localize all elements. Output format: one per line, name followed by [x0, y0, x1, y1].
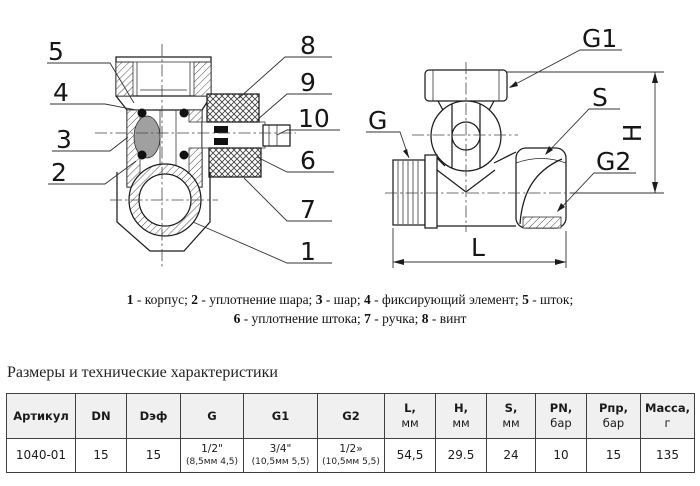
callout-10-label: 10 [298, 104, 330, 133]
col-header-g: G [180, 393, 244, 439]
legend-line-1: 1 - корпус; 2 - уплотнение шара; 3 - шар… [0, 290, 700, 309]
cell-artikul: 1040-01 [6, 438, 76, 473]
header-row: Артикул DN Dэф G G1 G2 L,мм H,мм S,мм PN… [6, 393, 695, 439]
legend-item: 3 - шар; [315, 292, 364, 307]
legend-item: 8 - винт [421, 311, 467, 326]
legend-item: 5 - шток; [522, 292, 574, 307]
col-header-l: L,мм [384, 393, 436, 439]
legend-line-2: 6 - уплотнение штока; 7 - ручка; 8 - вин… [0, 309, 700, 328]
cell-l: 54,5 [384, 438, 436, 473]
parts-legend: 1 - корпус; 2 - уплотнение шара; 3 - шар… [0, 290, 700, 328]
callout-5-label: 5 [48, 37, 64, 66]
col-header-g1: G1 [243, 393, 318, 439]
callout-8-label: 8 [300, 31, 316, 60]
dim-g-label: G [368, 106, 387, 135]
col-header-pn: PN,бар [535, 393, 587, 439]
table-row: 1040-01 15 15 1/2"(8,5мм 4,5) 3/4"(10,5м… [6, 438, 695, 473]
callout-7-label: 7 [300, 195, 316, 224]
callout-9-label: 9 [300, 68, 316, 97]
cell-g1: 3/4"(10,5мм 5,5) [243, 438, 318, 473]
dim-l-label: L [471, 233, 485, 262]
cell-massa: 135 [640, 438, 695, 473]
callouts: 5 4 3 2 8 9 10 6 7 1 [47, 31, 340, 266]
col-header-h: H,мм [435, 393, 487, 439]
callout-1-label: 1 [300, 237, 316, 266]
dim-g1-label: G1 [582, 24, 617, 53]
female-nut [515, 147, 567, 229]
valve-dimension-view: G G1 S G2 H [366, 24, 664, 268]
legend-item: 6 - уплотнение штока; [233, 311, 365, 326]
cell-pn: 10 [535, 438, 587, 473]
callout-3-label: 3 [56, 125, 72, 154]
col-header-artikul: Артикул [6, 393, 76, 439]
col-header-ppr: Pпр,бар [586, 393, 641, 439]
cell-ppr: 15 [586, 438, 641, 473]
legend-item: 2 - уплотнение шара; [191, 292, 316, 307]
bottom-passage [116, 163, 211, 252]
stem-handle-screw [201, 93, 291, 178]
legend-item: 7 - ручка; [364, 311, 422, 326]
cell-g: 1/2"(8,5мм 4,5) [180, 438, 244, 473]
cell-dn: 15 [75, 438, 127, 473]
col-header-s: S,мм [486, 393, 536, 439]
dimensions: G G1 S G2 H [366, 24, 664, 268]
col-header-dn: DN [75, 393, 127, 439]
callout-6-label: 6 [300, 146, 316, 175]
technical-drawings: 5 4 3 2 8 9 10 6 7 1 [47, 24, 664, 268]
col-header-massa: Масса,г [640, 393, 695, 439]
callout-4-label: 4 [53, 78, 69, 107]
spec-table: Артикул DN Dэф G G1 G2 L,мм H,мм S,мм PN… [6, 393, 695, 473]
col-header-def: Dэф [126, 393, 181, 439]
valve-section-view: 5 4 3 2 8 9 10 6 7 1 [47, 31, 340, 268]
legend-item: 1 - корпус; [126, 292, 192, 307]
col-header-g2: G2 [317, 393, 385, 439]
cell-h: 29.5 [435, 438, 487, 473]
top-port [115, 56, 212, 97]
cell-s: 24 [486, 438, 536, 473]
callout-2-label: 2 [51, 158, 67, 187]
ball-disc [430, 100, 502, 172]
male-port [392, 154, 438, 229]
ball-and-seals [133, 108, 189, 160]
dim-g2-label: G2 [596, 147, 631, 176]
legend-item: 4 - фиксирующий элемент; [363, 292, 523, 307]
cell-g2: 1/2»(10,5мм 5,5) [317, 438, 385, 473]
dim-s-label: S [592, 83, 608, 112]
dim-h-label: H [618, 124, 647, 143]
cell-def: 15 [126, 438, 181, 473]
section-title: Размеры и технические характеристики [7, 364, 278, 381]
